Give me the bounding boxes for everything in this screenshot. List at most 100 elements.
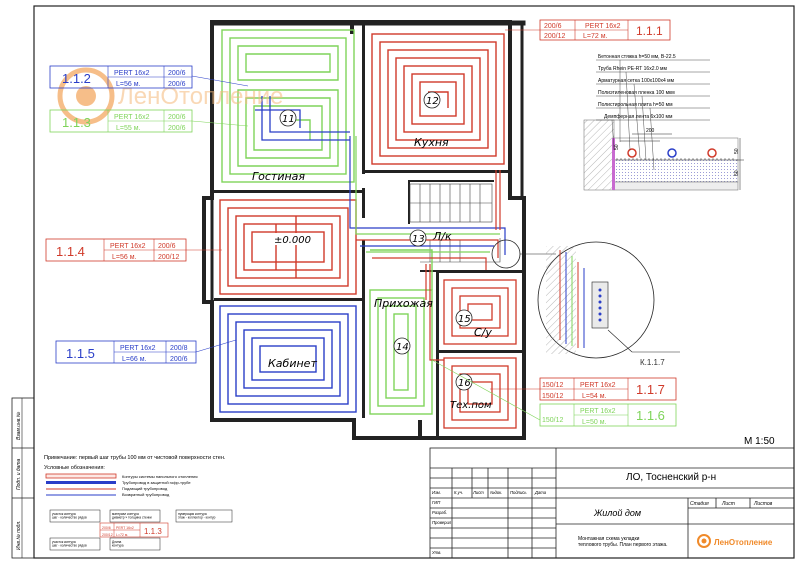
section-layer-4: Полиэтиленовая пленка 100 мкм [598, 90, 675, 96]
sample-pipe: PERT 16x2 [116, 526, 134, 530]
collector-callout-circle [491, 239, 521, 269]
tag-1-1-7-d1: 150/12 [542, 382, 564, 389]
tag-1-1-4-d1: 200/6 [158, 243, 176, 250]
stamp-col-6: Дата [534, 490, 547, 495]
tag-1-1-2-code: 1.1.2 [62, 71, 91, 86]
legend-sample-tag: 200/6 200/12 PERT 16x2 L=72 м. 1.1.3 уча… [49, 509, 233, 551]
staircase [409, 183, 501, 263]
tag-1-1-3: 1.1.3 PERT 16x2 L=55 м. 200/6 200/6 [49, 109, 249, 133]
tag-1-1-6-d1: 150/12 [542, 417, 564, 424]
scale-label: М 1:50 [744, 436, 775, 447]
legend-title: Условные обозначения: [44, 465, 105, 471]
tag-1-1-3-d2: 200/6 [168, 125, 186, 132]
tag-1-1-4-d2: 200/12 [158, 254, 180, 261]
stamp-location: ЛО, Тосненский р-н [626, 472, 716, 483]
tag-1-1-6-length: L=50 м. [582, 419, 607, 426]
room-kitchen: Кухня [414, 136, 449, 149]
room-number-markers [279, 91, 473, 391]
tag-1-1-2-d2: 200/6 [168, 81, 186, 88]
stamp-col-5: Подпись [510, 490, 527, 495]
tag-1-1-4: 1.1.4 PERT 16x2 L=56 м. 200/6 200/12 [45, 238, 222, 262]
room-number-15: 15 [458, 314, 471, 325]
room-number-14: 14 [396, 342, 409, 353]
tag-1-1-7-code: 1.1.7 [636, 382, 665, 397]
loop-1-1-3-living [255, 96, 350, 141]
tag-1-1-5: 1.1.5 PERT 16x2 L=66 м. 200/8 200/6 [55, 339, 237, 364]
tag-1-1-1-code: 1.1.1 [636, 24, 663, 38]
stamp-col-2: К.уч. [454, 490, 463, 495]
legend-item-3: Подающий трубопровод [122, 486, 168, 491]
loop-1-1-5-cabinet [219, 305, 357, 413]
section-dim-1: 50 [734, 148, 740, 154]
tag-1-1-4-length: L=56 м. [112, 254, 137, 261]
room-number-11: 11 [282, 114, 295, 125]
sheet-frame [33, 5, 795, 559]
tag-1-1-2: 1.1.2 PERT 16x2 L=56 м. 200/6 200/6 [49, 65, 249, 89]
stamp-row-1: Разраб. [432, 510, 447, 515]
tag-1-1-7-d2: 150/12 [542, 393, 564, 400]
tag-1-1-1-d2: 200/12 [544, 33, 566, 40]
tag-1-1-1-length: L=72 м. [583, 33, 608, 40]
sample-d2: 200/12 [102, 533, 113, 537]
stamp-col-3: Лист [472, 490, 484, 495]
room-number-16: 16 [458, 378, 471, 389]
legend-item-1: Контуры системы напольного отопления [122, 474, 198, 479]
sample-code: 1.1.3 [144, 527, 162, 536]
loop-1-1-6-hall [369, 249, 433, 415]
tag-1-1-4-code: 1.1.4 [56, 244, 85, 259]
tag-1-1-5-pipe: PERT 16x2 [120, 345, 156, 352]
title-block [429, 447, 795, 559]
tag-1-1-2-length: L=56 м. [116, 81, 141, 88]
stamp-company: ЛенОтопление [714, 538, 773, 547]
section-dim-2: 50 [734, 170, 740, 176]
loop-1-1-4-lounge [219, 199, 357, 295]
tag-1-1-1-pipe: PERT 16x2 [585, 23, 621, 30]
tag-1-1-6: 150/12 PERT 16x2 L=50 м. 1.1.6 [431, 359, 677, 427]
section-dim-4: 50 [614, 144, 620, 150]
room-number-13: 13 [412, 234, 425, 245]
stamp-sheet: Лист [721, 501, 735, 507]
side-label-2: Подп. и дата [16, 458, 22, 490]
note-text: Примечание: первый шаг трубы 100 мм от ч… [44, 454, 226, 461]
loop-1-1-1-kitchen [371, 33, 505, 165]
stamp-company-logo [697, 534, 711, 548]
interior-walls [202, 20, 526, 440]
legend: Контуры системы напольного отопления Тру… [45, 473, 198, 497]
stamp-row-3: ГИП [432, 500, 441, 505]
section-dim-3: 200 [646, 128, 655, 134]
tag-1-1-7: 150/12 150/12 PERT 16x2 L=54 м. 1.1.7 [490, 377, 677, 401]
tag-1-1-2-d1: 200/6 [168, 70, 186, 77]
tag-1-1-3-length: L=55 м. [116, 125, 141, 132]
side-stamp [11, 397, 35, 559]
room-number-12: 12 [426, 96, 439, 107]
stamp-stage: Стадия [690, 501, 709, 507]
room-tech: Тех.пом [450, 400, 492, 411]
room-living: Гостиная [252, 170, 305, 183]
sample-d1: 200/6 [102, 526, 111, 530]
tag-1-1-1-d1: 200/6 [544, 23, 562, 30]
room-hall: Прихожая [374, 297, 433, 310]
stamp-object: Жилой дом [593, 508, 641, 518]
section-layer-2: Труба Rhein PE-RT 16x2.0 мм [598, 66, 667, 72]
company-logo-watermark: ЛенОтопление [57, 67, 283, 125]
collector-label: К.1.1.7 [640, 358, 665, 367]
room-cabinet: Кабинет [268, 357, 317, 370]
stamp-row-2: Проверил [432, 520, 452, 525]
legend-item-4: Возвратный трубопровод [122, 492, 170, 497]
tag-1-1-6-code: 1.1.6 [636, 408, 665, 423]
section-layer-1: Бетонная стяжка h=50 мм, B-22.5 [598, 54, 676, 60]
side-label-3: Инв.№ подл. [16, 520, 22, 550]
tag-1-1-7-length: L=54 м. [582, 393, 607, 400]
section-layer-5: Полистирольная плита h=50 мм [598, 102, 673, 108]
tag-1-1-2-pipe: PERT 16x2 [114, 70, 150, 77]
section-layer-3: Арматурная сетка 100x100x4 мм [598, 78, 675, 84]
tag-1-1-3-d1: 200/6 [168, 114, 186, 121]
room-bath: С/у [474, 326, 492, 339]
room-stairs: Л/к [432, 230, 452, 243]
level-mark: ±0.000 [274, 235, 311, 246]
stamp-col-4: №док. [490, 490, 502, 495]
